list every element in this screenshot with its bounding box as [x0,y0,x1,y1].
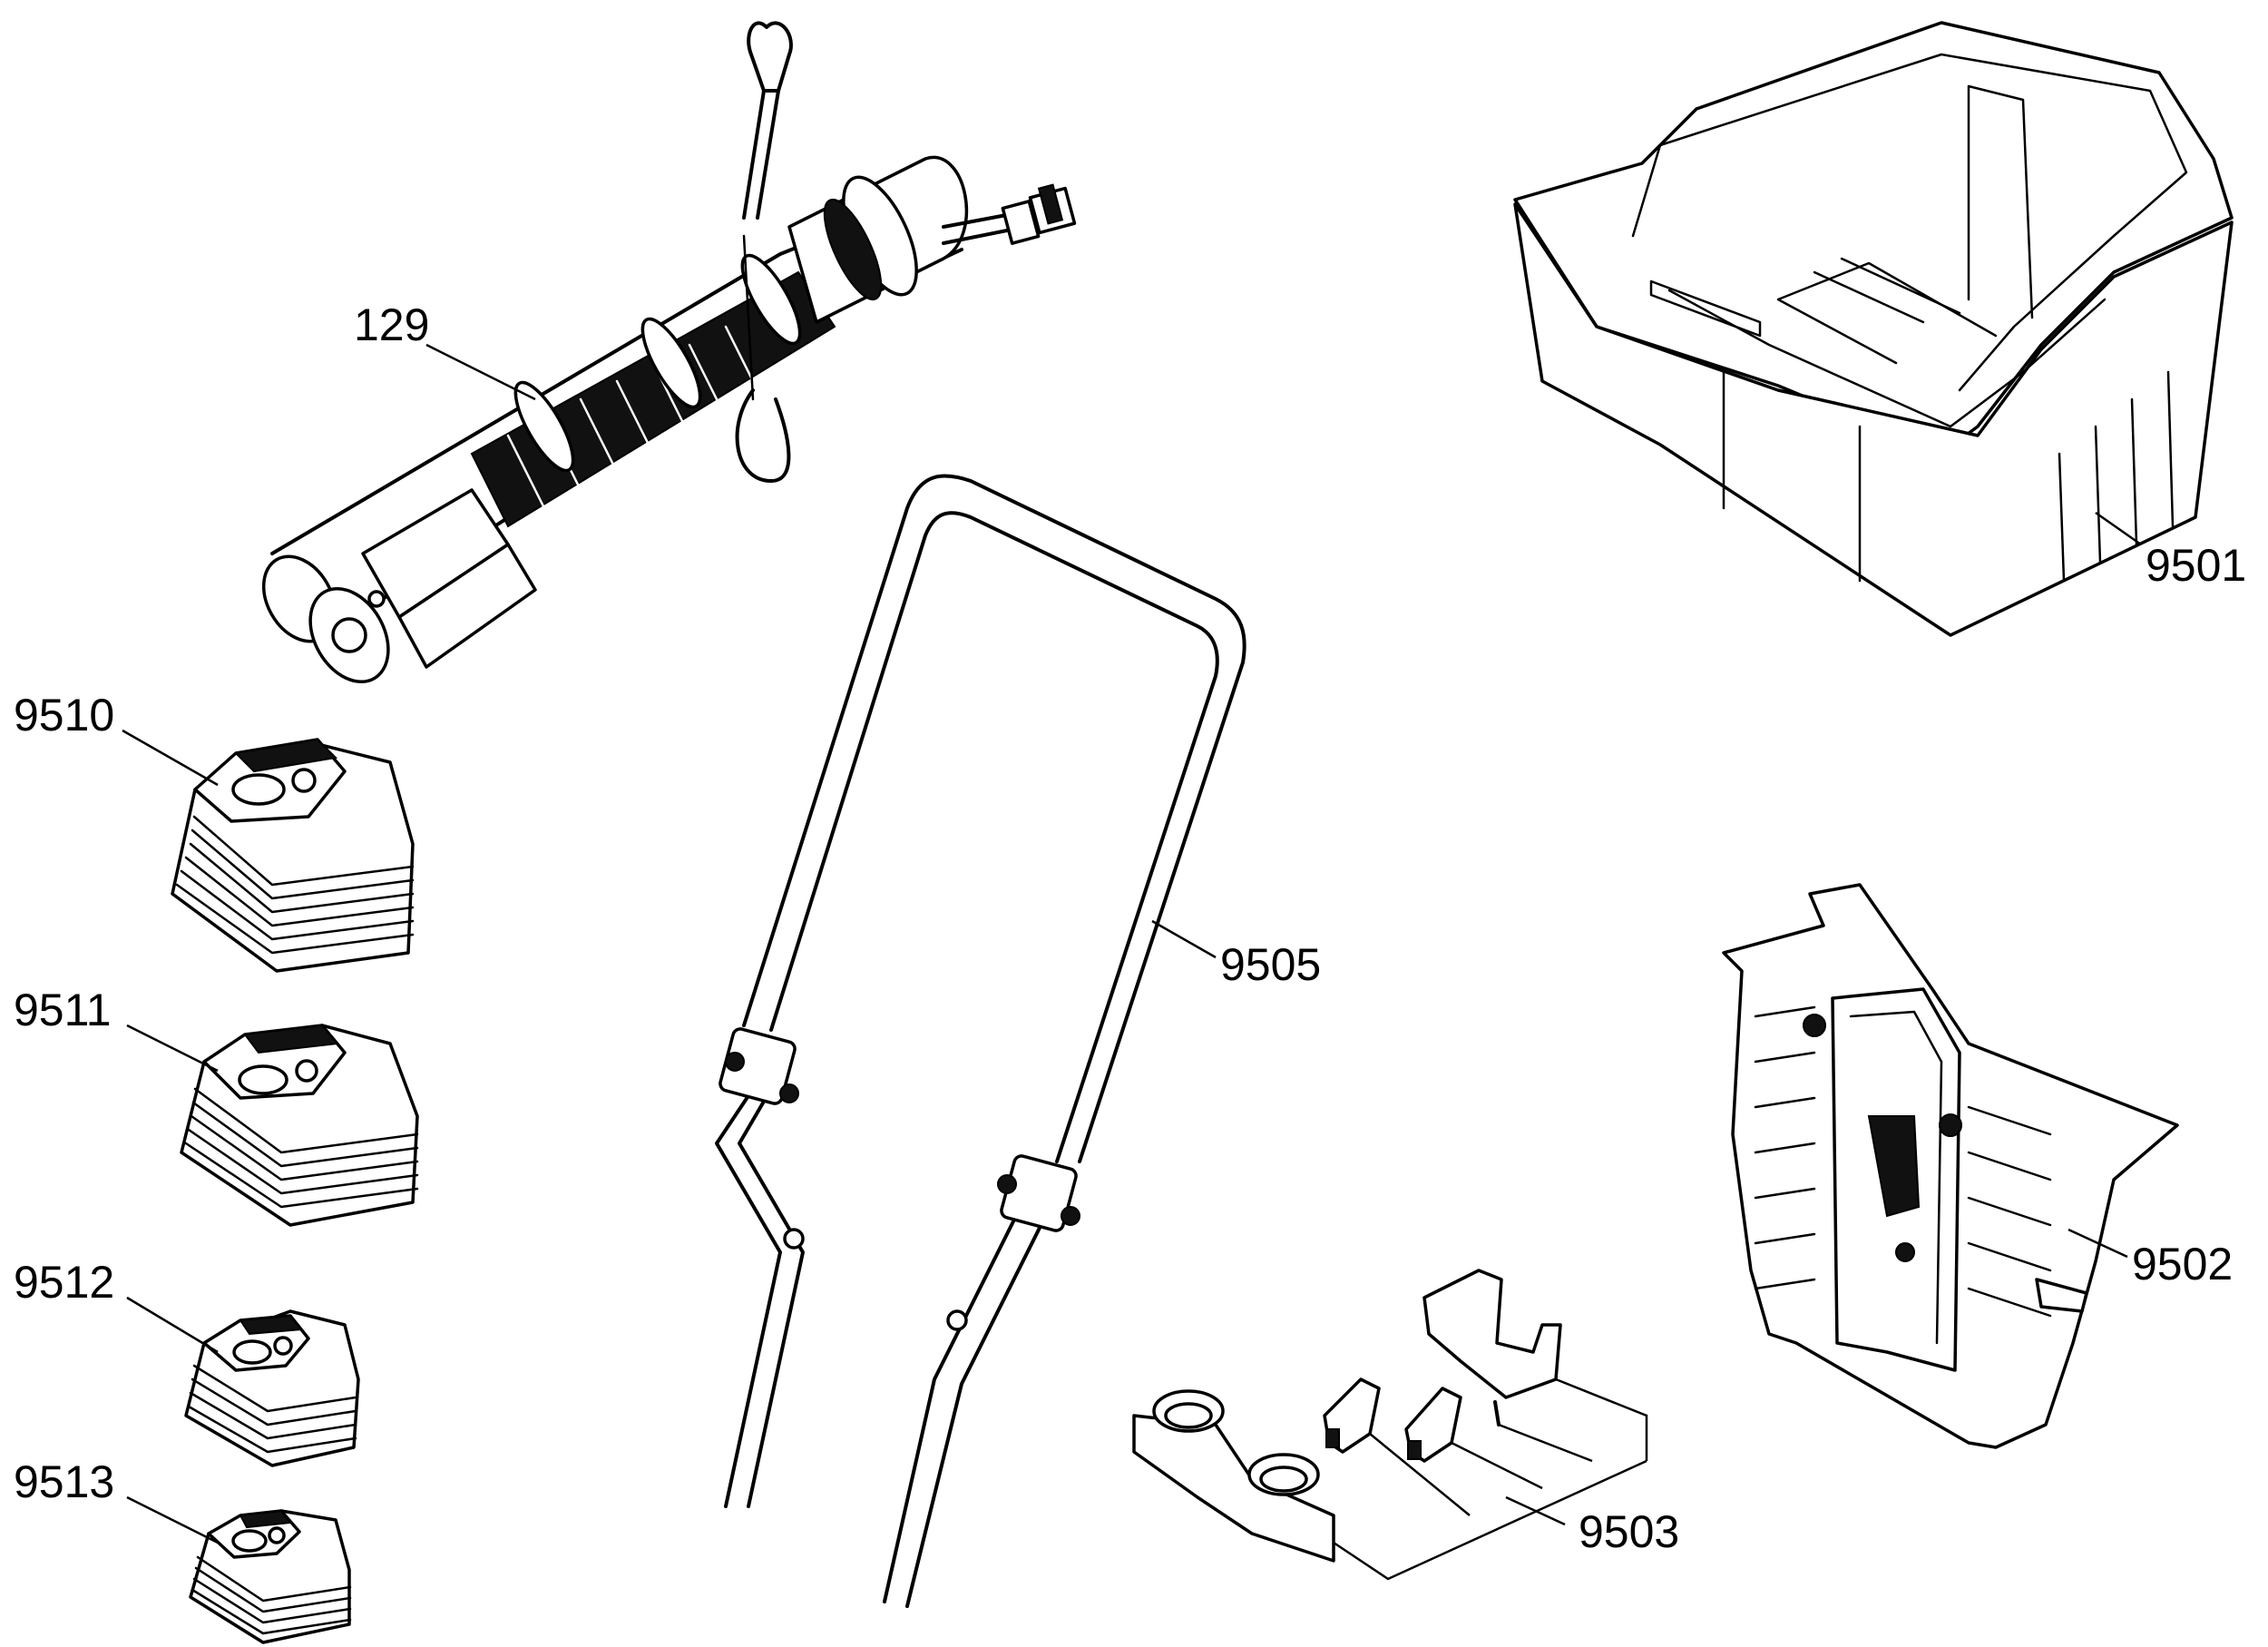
part-9510-filter-bags[interactable] [171,738,415,973]
part-129-hose-assembly[interactable] [249,21,1077,695]
leader-9510 [122,729,219,787]
label-9511: 9511 [14,985,112,1035]
part-9501-box[interactable] [1513,21,2234,637]
label-129: 129 [354,299,429,350]
leader-9501 [2095,511,2142,546]
leader-9502 [2068,1228,2128,1259]
label-9503: 9503 [1579,1506,1679,1557]
label-9510: 9510 [14,690,114,740]
part-9513-filter-bags[interactable] [189,1509,352,1644]
leader-9505 [1151,919,1217,959]
part-9511-filter-bags[interactable] [180,1024,419,1227]
leader-9513 [126,1495,219,1544]
part-9503-clip-set[interactable] [1132,1269,1648,1581]
label-9505: 9505 [1220,939,1321,990]
leader-9511 [126,1024,219,1073]
label-9502: 9502 [2132,1239,2233,1289]
leader-9512 [126,1296,219,1354]
label-9512: 9512 [14,1257,114,1308]
leader-9503 [1505,1495,1566,1526]
part-9512-filter-bags[interactable] [184,1309,360,1467]
part-9502-frame[interactable] [1722,883,2179,1449]
label-9513: 9513 [14,1456,114,1507]
leader-129 [425,343,536,401]
part-9505-handle[interactable] [715,474,1246,1608]
label-9501: 9501 [2146,540,2246,591]
